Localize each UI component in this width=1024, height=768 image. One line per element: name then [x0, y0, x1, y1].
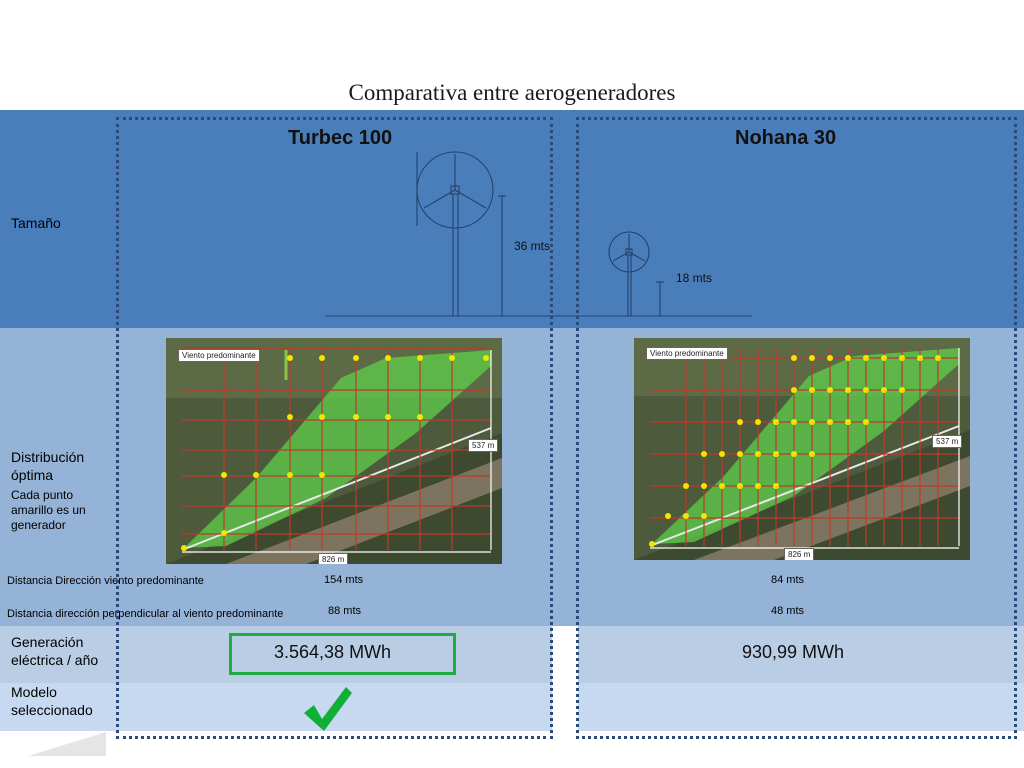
- model-name-nohana: Nohana 30: [735, 127, 837, 149]
- row-label-size: Tamaño: [11, 215, 61, 231]
- row-label-perp-distance: Distancia dirección perpendicular al vie…: [7, 608, 284, 620]
- check-mark-icon: [304, 687, 352, 731]
- row-label-distribution: Distribución óptima: [11, 449, 85, 483]
- nohana-perp-distance: 48 mts: [771, 605, 805, 617]
- map-width-callout-turbec: 826 m: [318, 553, 349, 564]
- model-name-turbec: Turbec 100: [288, 127, 393, 149]
- small-turbine-icon: [608, 231, 664, 316]
- generator-dots: [649, 355, 941, 547]
- nohana-wind-distance: 84 mts: [771, 574, 805, 586]
- column-outline-turbec: [116, 117, 553, 739]
- turbine-size-diagram: [325, 151, 752, 317]
- large-turbine-icon: [416, 151, 506, 316]
- turbec-wind-distance: 154 mts: [324, 574, 364, 586]
- turbec-perp-distance: 88 mts: [328, 605, 362, 617]
- map-width-callout-nohana: 826 m: [784, 548, 815, 560]
- column-outline-nohana: [576, 117, 1017, 739]
- grid-lines: [650, 348, 959, 546]
- grid-lines: [182, 347, 491, 550]
- map-height-callout-nohana: 537 m: [932, 435, 963, 448]
- row-note-distribution: Cada punto amarillo es un generador: [11, 488, 86, 532]
- map-image-turbec: [166, 338, 502, 564]
- size-row-band: [0, 110, 1024, 328]
- wind-direction-callout-turbec: Viento predominante: [178, 349, 260, 362]
- nohana-generation-value: 930,99 MWh: [742, 642, 845, 662]
- row-label-generation: Generación eléctrica / año: [11, 634, 99, 668]
- row-label-wind-distance: Distancia Dirección viento predominante: [7, 575, 204, 587]
- slide-title: Comparativa entre aerogeneradores: [348, 80, 676, 105]
- turbec-generation-value: 3.564,38 MWh: [274, 642, 392, 662]
- map-height-callout-turbec: 537 m: [468, 439, 499, 452]
- row-label-selected-model: Modelo seleccionado: [11, 684, 93, 718]
- layout-map-nohana: Viento predominante 537 m 826 m: [634, 338, 970, 560]
- selected-highlight-box: [229, 633, 456, 675]
- corner-decoration: [28, 732, 106, 756]
- wind-direction-callout-nohana: Viento predominante: [646, 347, 728, 360]
- generator-dots: [181, 355, 489, 551]
- nohana-height-label: 18 mts: [676, 271, 713, 285]
- selected-model-row-band: [0, 683, 1024, 731]
- layout-map-turbec: Viento predominante 537 m 826 m: [166, 338, 502, 564]
- generation-row-band: [0, 626, 1024, 683]
- map-image-nohana: [634, 338, 970, 560]
- column-separator: [552, 626, 578, 731]
- turbec-height-label: 36 mts: [514, 239, 551, 253]
